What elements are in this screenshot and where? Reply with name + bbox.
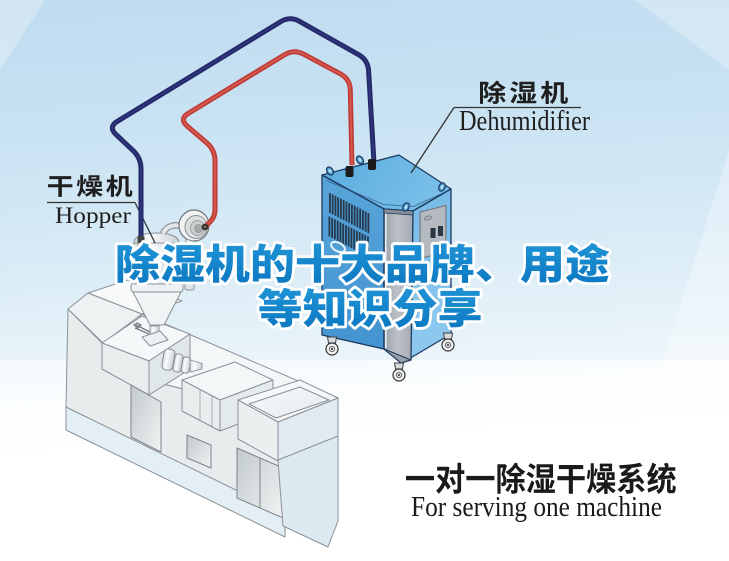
svg-text:Hopper: Hopper [55, 203, 131, 229]
svg-text:For serving one machine: For serving one machine [411, 492, 662, 523]
svg-text:Dehumidifier: Dehumidifier [459, 106, 590, 137]
